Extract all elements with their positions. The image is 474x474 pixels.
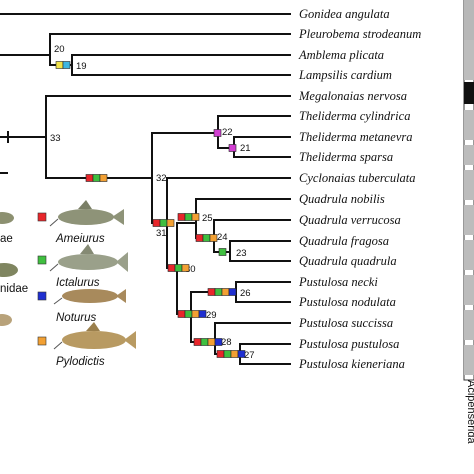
legend-swatch-noturus <box>37 291 47 301</box>
node-number: 22 <box>222 127 233 138</box>
left-edge-marks <box>0 131 9 174</box>
taxon-label: Lampsilis cardium <box>298 68 392 82</box>
host-marker-ictalurus <box>202 234 211 242</box>
partial-family-label: ae <box>0 233 13 245</box>
host-marker-ameiurus <box>193 338 202 346</box>
taxon-label: Quadrula quadrula <box>299 254 397 268</box>
host-marker-pylodictis <box>207 338 216 346</box>
host-marker-pylodictis <box>191 310 200 318</box>
host-marker-ameiurus <box>195 234 204 242</box>
node-number: 32 <box>156 173 167 184</box>
taxon-label: Pustulosa nodulata <box>298 295 396 309</box>
host-marker-ictalurus <box>200 338 209 346</box>
host-marker-ictalurus <box>218 248 227 256</box>
taxon-label: Megalonaias nervosa <box>298 89 407 103</box>
host-marker-pylodictis <box>209 234 218 242</box>
taxon-label: Cyclonaias tuberculata <box>299 171 416 185</box>
taxon-label: Theliderma sparsa <box>299 150 393 164</box>
host-marker-pylodictis <box>99 174 108 182</box>
legend-label-ictalurus: Ictalurus <box>56 277 100 289</box>
taxon-labels: Gonidea angulata Pleurobema strodeanum A… <box>298 7 421 371</box>
partial-family-label: nidae <box>0 283 28 295</box>
legend-swatch-pylodictis <box>37 336 47 346</box>
taxon-label: Pleurobema strodeanum <box>298 27 421 41</box>
node-number: 23 <box>236 248 247 259</box>
host-marker-pylodictis <box>221 288 230 296</box>
host-marker-ictalurus <box>214 288 223 296</box>
taxon-label: Pustulosa kieneriana <box>298 357 405 371</box>
node-number: 19 <box>76 61 87 72</box>
host-marker-pylodictis <box>191 213 200 221</box>
catfish-ictalurus-icon <box>49 244 128 272</box>
host-marker-noturus <box>237 350 246 358</box>
vertical-group-label: Acipenserida <box>465 380 474 444</box>
taxon-label: Amblema plicata <box>298 48 384 62</box>
taxon-label: Theliderma metanevra <box>299 130 413 144</box>
node-number: 30 <box>185 264 196 275</box>
host-marker-ameiurus <box>177 213 186 221</box>
taxon-label: Gonidea angulata <box>299 7 390 21</box>
host-marker-ictalurus <box>92 174 101 182</box>
host-marker-noturus <box>198 310 207 318</box>
node-number: 27 <box>244 350 255 361</box>
host-marker-ictalurus <box>223 350 232 358</box>
taxon-label: Pustulosa necki <box>298 275 378 289</box>
node-number: 29 <box>206 310 217 321</box>
legend-label-pylodictis: Pylodictis <box>56 356 105 368</box>
host-marker-ameiurus <box>85 174 94 182</box>
node-number: 33 <box>50 133 61 144</box>
host-markers <box>55 61 246 358</box>
host-marker-pylodictis <box>230 350 239 358</box>
host-marker-theliderma-host <box>213 129 222 137</box>
host-marker-ictalurus <box>184 310 193 318</box>
catfish-ameiurus-icon <box>49 200 124 227</box>
legend-swatch-ictalurus <box>37 255 47 265</box>
node-number: 20 <box>54 44 65 55</box>
node-number: 31 <box>156 228 167 239</box>
legend-label-ameiurus: Ameiurus <box>55 233 105 245</box>
node-number: 25 <box>202 213 213 224</box>
host-marker-theliderma-host <box>228 144 237 152</box>
taxon-label: Pustulosa pustulosa <box>298 337 399 351</box>
taxon-label: Pustulosa succissa <box>298 316 393 330</box>
host-marker-noturus <box>228 288 237 296</box>
host-marker-ictalurus <box>174 264 183 272</box>
host-marker-ameiurus <box>216 350 225 358</box>
host-marker-ictalurus <box>159 219 168 227</box>
host-marker-cyan-marker <box>62 61 71 69</box>
host-marker-ameiurus <box>167 264 176 272</box>
branches <box>0 13 291 365</box>
node-number: 21 <box>240 143 251 154</box>
legend-label-noturus: Noturus <box>56 312 97 324</box>
legend-swatch-ameiurus <box>37 212 47 222</box>
host-marker-pylodictis <box>181 264 190 272</box>
node-number: 28 <box>221 337 232 348</box>
taxon-label: Quadrula fragosa <box>299 234 389 248</box>
taxon-label: Theliderma cylindrica <box>299 109 410 123</box>
node-numbers: 20 19 33 22 21 32 31 25 24 23 30 26 29 2… <box>50 44 255 361</box>
catfish-noturus-icon <box>53 289 126 305</box>
right-bar-column: Acipenserida <box>463 0 474 444</box>
taxon-label: Quadrula verrucosa <box>299 213 401 227</box>
host-marker-yellow-marker <box>55 61 64 69</box>
host-marker-noturus <box>214 338 223 346</box>
legend: ae nidae <box>0 200 136 368</box>
catfish-pylodictis-icon <box>53 322 136 350</box>
host-marker-ameiurus <box>207 288 216 296</box>
cropped-fish-icon <box>0 212 18 326</box>
node-number: 24 <box>217 232 228 243</box>
host-marker-ameiurus <box>177 310 186 318</box>
host-marker-ictalurus <box>184 213 193 221</box>
host-marker-pylodictis <box>166 219 175 227</box>
node-number: 26 <box>240 288 251 299</box>
taxon-label: Quadrula nobilis <box>299 192 385 206</box>
host-marker-ameiurus <box>152 219 161 227</box>
